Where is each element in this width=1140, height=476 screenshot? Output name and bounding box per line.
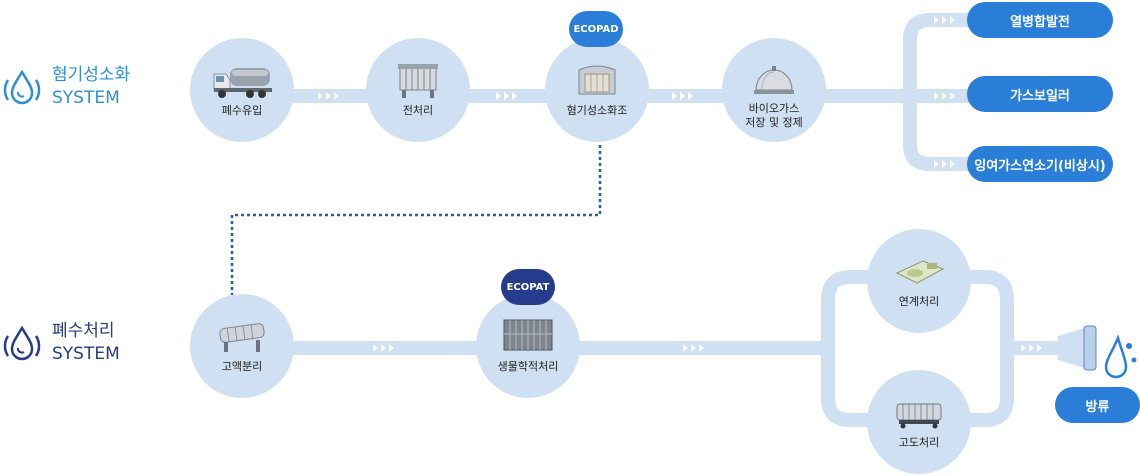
node-biological-treatment: 생물학적처리 — [476, 294, 580, 398]
settling-basin-icon — [895, 260, 945, 284]
wastewater-system-title: 폐수처리 SYSTEM — [2, 320, 120, 366]
node-solid-liquid-separation: 고액분리 — [190, 294, 294, 398]
node-label: 고도처리 — [898, 436, 940, 449]
node-advanced-treatment: 고도처리 — [867, 370, 971, 474]
filter-unit-icon — [896, 403, 942, 429]
node-biogas-storage: 바이오가스 저장 및 정제 — [722, 38, 826, 142]
dotted-connector — [230, 145, 602, 295]
digester-tank-icon — [578, 65, 616, 95]
node-anaerobic-digester: 혐기성소화조 — [545, 38, 649, 142]
node-pretreatment: 전처리 — [366, 38, 470, 142]
separator-machine-icon — [219, 323, 265, 352]
ecopat-badge: ECOPAT — [501, 269, 555, 305]
bioreactor-icon — [503, 319, 553, 351]
system-name: 폐수처리 — [52, 321, 115, 341]
outlet-nozzle-icon — [1058, 325, 1097, 371]
output-boiler-button[interactable]: 가스보일러 — [967, 76, 1113, 112]
node-label-line2: 저장 및 정제 — [745, 116, 803, 129]
ecopad-badge: ECOPAD — [569, 11, 623, 47]
node-label: 고액분리 — [221, 360, 263, 373]
node-label: 전처리 — [402, 104, 434, 117]
node-label: 생물학적처리 — [497, 360, 559, 373]
output-branch-lines — [903, 13, 975, 171]
arrow-marks — [318, 16, 1042, 352]
output-discharge-button[interactable]: 방류 — [1055, 387, 1140, 423]
water-drop-icon — [1104, 334, 1137, 379]
gas-dome-icon — [754, 66, 794, 94]
node-label: 연계처리 — [898, 295, 940, 308]
tanker-truck-icon — [213, 68, 272, 98]
node-linked-treatment: 연계처리 — [867, 229, 971, 333]
screen-filter-icon — [398, 64, 438, 98]
node-label: 혐기성소화조 — [566, 104, 628, 117]
output-power-button[interactable]: 열병합발전 — [967, 2, 1113, 38]
system-name: 혐기성소화 — [52, 65, 131, 85]
system-suffix: SYSTEM — [52, 88, 120, 108]
recycle-drop-icon — [3, 69, 41, 105]
recycle-drop-icon — [3, 325, 41, 361]
node-label: 폐수유입 — [221, 104, 263, 117]
anaerobic-system-title: 혐기성소화 SYSTEM — [2, 64, 130, 110]
system-suffix: SYSTEM — [52, 344, 120, 364]
node-wastewater-inflow: 폐수유입 — [190, 38, 294, 142]
output-flare-button[interactable]: 잉여가스연소기(비상시) — [967, 146, 1113, 182]
node-label-line1: 바이오가스 — [748, 102, 800, 115]
